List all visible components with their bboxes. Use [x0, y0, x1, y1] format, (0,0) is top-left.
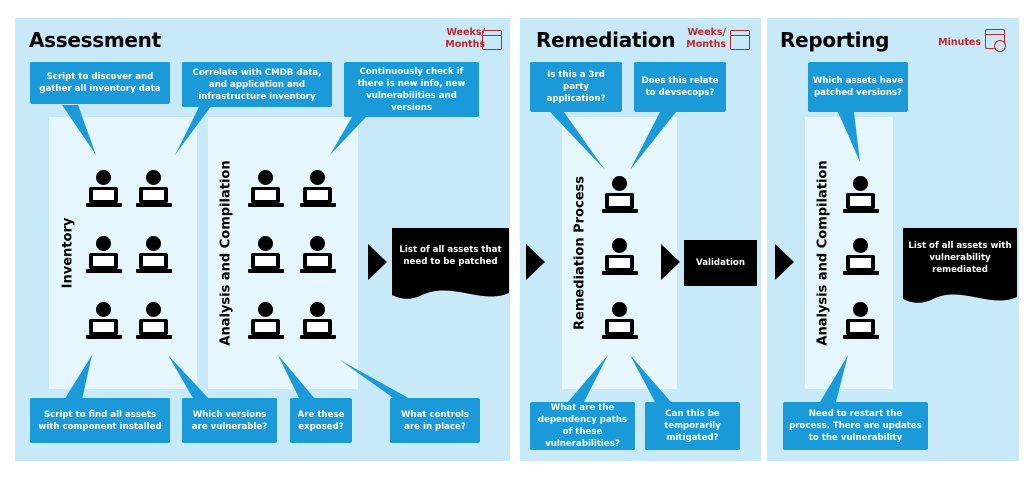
pointer-third-party [550, 112, 605, 170]
output-validation: Validation [684, 240, 757, 286]
callout-continuous: Continuously check if there is new info,… [344, 62, 479, 117]
analysis-column [208, 117, 358, 389]
person-laptop-icon [136, 236, 172, 274]
person-laptop-icon [300, 170, 336, 208]
remediation-duration-line2: Months [686, 39, 726, 50]
pointer-continuous [330, 117, 366, 155]
callout-exposed: Are these exposed? [290, 398, 352, 443]
pointer-restart [820, 355, 848, 402]
pointer-find-assets [64, 355, 92, 400]
callout-find-assets: Script to find all assets with component… [30, 398, 170, 443]
clock-icon [994, 40, 1006, 52]
output-assets-to-patch: List of all assets that need to be patch… [392, 228, 509, 284]
output-assets-to-patch-wave [392, 283, 509, 299]
remediation-duration: Weeks/ Months [670, 27, 726, 51]
person-laptop-icon [136, 170, 172, 208]
assessment-title: Assessment [29, 28, 161, 52]
person-laptop-icon [602, 238, 638, 276]
pointer-patched [838, 112, 860, 162]
person-laptop-icon [248, 236, 284, 274]
reporting-title: Reporting [780, 28, 890, 52]
assessment-duration-line2: Months [445, 39, 485, 50]
person-laptop-icon [86, 302, 122, 340]
pointer-mitigated [630, 355, 671, 402]
output-assets-remediated-wave [903, 287, 1017, 303]
remediation-title: Remediation [536, 28, 676, 52]
person-laptop-icon [602, 302, 638, 340]
callout-mitigated: Can this be temporarily mitigated? [645, 402, 740, 450]
callout-correlate: Correlate with CMDB data, and applicatio… [182, 62, 332, 107]
pointer-exposed [278, 355, 316, 400]
output-assets-remediated: List of all assets with vulnerability re… [903, 228, 1017, 288]
person-laptop-icon [248, 302, 284, 340]
person-laptop-icon [248, 170, 284, 208]
arrow-to-validation [661, 244, 680, 280]
callout-versions: Which versions are vulnerable? [182, 398, 277, 443]
person-laptop-icon [300, 302, 336, 340]
pointer-dependency [568, 355, 608, 402]
person-laptop-icon [86, 236, 122, 274]
person-laptop-icon [86, 170, 122, 208]
pointer-controls [340, 360, 412, 400]
remediation-column [562, 117, 677, 389]
callout-patched-versions: Which assets have patched versions? [808, 62, 908, 112]
arrow-to-remediation [526, 244, 545, 280]
pointer-versions [168, 355, 210, 400]
arrow-to-output [368, 244, 387, 280]
pointer-correlate [175, 105, 212, 155]
callout-third-party: Is this a 3rd party application? [530, 62, 622, 112]
callout-restart: Need to restart the process. There are u… [783, 402, 928, 450]
assessment-duration: Weeks/ Months [425, 27, 485, 51]
callout-controls: What controls are in place? [390, 398, 480, 443]
inventory-column [49, 117, 197, 389]
calendar-icon [482, 30, 502, 50]
callout-devsecops: Does this relate to devsecops? [634, 62, 726, 112]
person-laptop-icon [843, 176, 879, 214]
assessment-duration-line1: Weeks/ [446, 27, 485, 38]
person-laptop-icon [843, 238, 879, 276]
pointer-discover [62, 105, 96, 155]
reporting-column [805, 117, 893, 389]
reporting-duration: Minutes [938, 37, 981, 48]
callout-dependency: What are the dependency paths of these v… [530, 402, 635, 450]
calendar-icon [730, 30, 750, 50]
remediation-duration-line1: Weeks/ [687, 27, 726, 38]
person-laptop-icon [136, 302, 172, 340]
person-laptop-icon [300, 236, 336, 274]
pointer-devsecops [630, 112, 676, 170]
person-laptop-icon [843, 302, 879, 340]
person-laptop-icon [602, 176, 638, 214]
callout-discover: Script to discover and gather all invent… [30, 62, 170, 104]
arrow-to-reporting [775, 244, 794, 280]
